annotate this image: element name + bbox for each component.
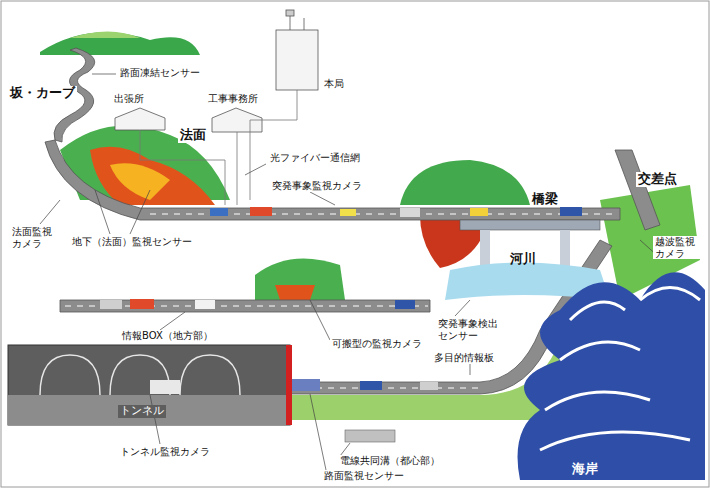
label: 光ファイバー通信網 bbox=[268, 152, 362, 164]
bridge-part bbox=[480, 230, 490, 270]
vehicles-part bbox=[130, 299, 154, 309]
vehicles-part bbox=[250, 207, 272, 216]
tunnel-part bbox=[8, 395, 290, 425]
label: 路面凍結センサー bbox=[118, 67, 202, 79]
leader-lines-part bbox=[310, 192, 335, 205]
hills-part bbox=[70, 32, 140, 39]
ground-part bbox=[345, 430, 395, 442]
bridge-part bbox=[460, 220, 600, 230]
tunnel-part bbox=[40, 355, 240, 395]
vehicles-part bbox=[420, 382, 438, 390]
label: 橋梁 bbox=[530, 192, 560, 207]
leader-lines-part bbox=[95, 190, 150, 234]
buildings-part bbox=[286, 10, 294, 16]
label: トンネル bbox=[118, 405, 166, 418]
waves-part bbox=[540, 288, 700, 451]
label: 情報BOX（地方部） bbox=[120, 330, 215, 342]
vehicles-part bbox=[100, 300, 122, 309]
label: 地下（法面）監視センサー bbox=[70, 236, 194, 248]
label: 突発事象監視カメラ bbox=[270, 180, 364, 192]
label: 突発事象検出センサー bbox=[436, 318, 508, 341]
leader-lines-part bbox=[92, 74, 116, 75]
hills-part bbox=[40, 32, 200, 55]
label: 交差点 bbox=[636, 172, 679, 187]
road-part bbox=[615, 150, 660, 230]
tunnel bbox=[8, 345, 292, 425]
leader-lines-part bbox=[245, 164, 266, 175]
buildings bbox=[115, 10, 318, 132]
vehicles-part bbox=[400, 208, 420, 217]
label: 法面 bbox=[178, 128, 208, 143]
leader-lines-part bbox=[470, 364, 471, 375]
leader-lines-part bbox=[455, 300, 470, 316]
label: 電線共同溝（都心部） bbox=[338, 455, 442, 467]
leader-lines-part bbox=[310, 394, 326, 470]
waves-part bbox=[518, 272, 706, 480]
label: トンネル監視カメラ bbox=[118, 446, 212, 458]
label: 河川 bbox=[508, 252, 538, 267]
label: 出張所 bbox=[112, 93, 146, 105]
slope-fire-part bbox=[110, 163, 170, 200]
label: 本局 bbox=[322, 78, 346, 90]
slope-fire-part bbox=[90, 147, 215, 205]
label: 法面監視カメラ bbox=[10, 226, 62, 249]
vehicles-part bbox=[470, 208, 488, 216]
vehicles-part bbox=[340, 209, 356, 216]
fiber-network-part bbox=[225, 160, 226, 205]
label: 路面監視センサー bbox=[322, 470, 406, 482]
label: 多目的情報板 bbox=[432, 352, 496, 364]
bridge-part bbox=[560, 230, 570, 270]
hills-part bbox=[400, 160, 530, 205]
bridge bbox=[460, 220, 600, 270]
hills-part bbox=[255, 258, 345, 300]
buildings-part bbox=[115, 108, 165, 130]
vehicles-part bbox=[195, 300, 215, 309]
fiber-network-part bbox=[237, 132, 238, 205]
slope-fire-part bbox=[275, 285, 315, 300]
leader-lines-part bbox=[160, 312, 185, 330]
vehicles-part bbox=[395, 300, 415, 309]
label: 工事事務所 bbox=[206, 93, 260, 105]
label: 越波監視カメラ bbox=[653, 236, 705, 259]
waves bbox=[518, 272, 706, 480]
label: 坂・カーブ bbox=[8, 86, 77, 101]
vehicles-part bbox=[290, 379, 320, 391]
label: 可搬型の監視カメラ bbox=[330, 338, 424, 350]
vehicles-part bbox=[560, 207, 582, 216]
vehicles-part bbox=[210, 208, 228, 216]
label: 海岸 bbox=[570, 462, 600, 477]
buildings-part bbox=[304, 18, 305, 30]
slope-fire bbox=[90, 147, 490, 300]
road-part bbox=[60, 300, 430, 312]
buildings-part bbox=[276, 30, 318, 90]
tunnel-part bbox=[286, 345, 292, 425]
leader-lines-part bbox=[310, 300, 330, 340]
leader-lines-part bbox=[40, 200, 60, 224]
road-part bbox=[45, 140, 620, 220]
tunnel-part bbox=[8, 345, 290, 425]
tunnel-part bbox=[150, 380, 180, 394]
leader-lines-part bbox=[150, 395, 160, 444]
leader-lines bbox=[40, 74, 660, 470]
vehicles-part bbox=[360, 381, 382, 390]
